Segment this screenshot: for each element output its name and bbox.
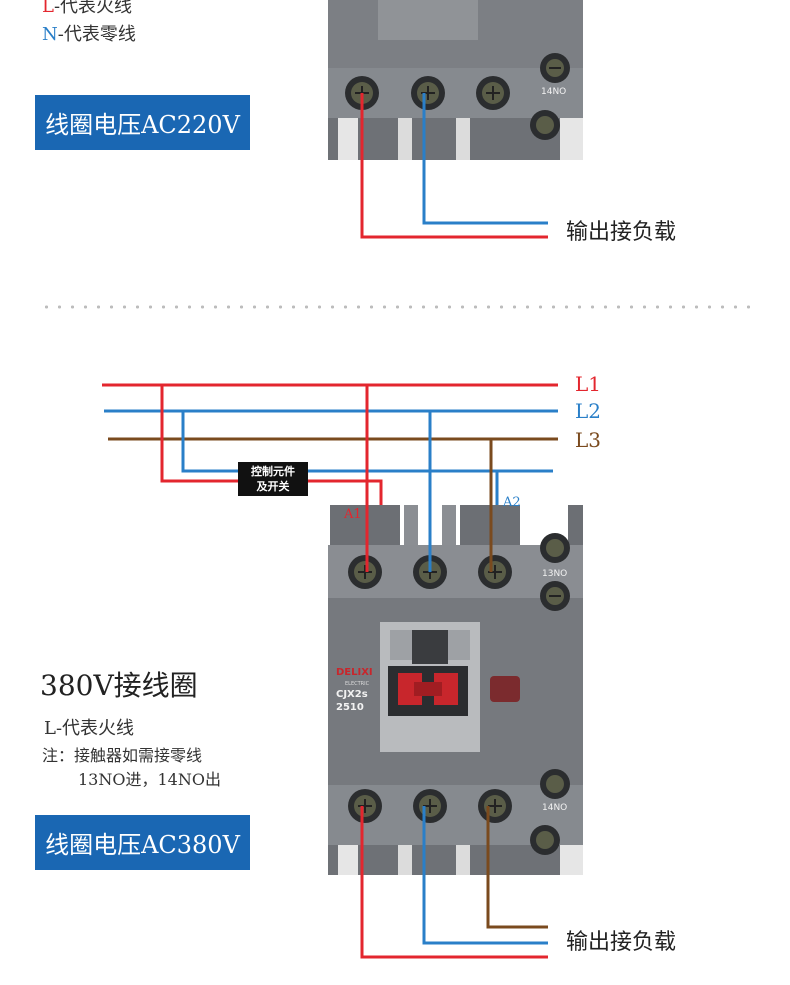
legend-live-text: L-代表火线 — [42, 0, 133, 17]
screw-terminal-l3 — [478, 555, 512, 589]
section-title-380v: 380V接线圈 — [40, 669, 198, 702]
contactor-top-mid-post-1 — [404, 505, 418, 547]
contactor-armature-red-bridge — [414, 682, 442, 696]
phase-label-l1: L1 — [575, 372, 602, 396]
control-element-box: 控制元件 及开关 — [238, 462, 308, 496]
label-14no: 14NO — [542, 803, 567, 813]
label-13no: 13NO — [542, 569, 567, 579]
legend-live-wire: L-代表火线 — [42, 0, 132, 18]
phase-label-l3: L3 — [575, 428, 602, 452]
contactor-bottom-slot-4 — [560, 845, 583, 875]
contactor-top-slot-3 — [456, 118, 470, 160]
out-blue-wire — [422, 806, 548, 945]
contactor-top: 14NO — [328, 0, 583, 160]
contactor-indicator — [490, 676, 520, 702]
coil-terminal-a1-block — [330, 505, 400, 547]
out-brown-wire — [486, 806, 548, 929]
brand-sub: ELECTRIC — [345, 681, 370, 687]
top-red-output-wire — [360, 93, 548, 239]
screw-terminal-14no — [540, 769, 570, 799]
screw-terminal-top-3 — [476, 76, 510, 110]
model-label: CJX2s — [336, 689, 368, 700]
screw-terminal-14no-lower — [530, 825, 560, 855]
contactor-bottom-slot-3 — [456, 845, 470, 875]
screw-terminal-top-2 — [411, 76, 445, 110]
contactor-center-slot — [412, 630, 448, 664]
contactor-top-slot-1 — [338, 118, 358, 160]
bottom-legend-live: L-代表火线 — [44, 718, 135, 739]
top-14no-label: 14NO — [541, 87, 566, 97]
screw-terminal-t2 — [413, 789, 447, 823]
coil-a1-label: A1 — [343, 507, 362, 522]
screw-terminal-top-aux — [530, 110, 560, 140]
control-box-line1: 控制元件 — [251, 465, 295, 478]
screw-terminal-13no — [540, 533, 570, 563]
control-red-branch — [160, 385, 238, 483]
out-red-wire — [360, 806, 548, 959]
contactor-top-mid-post-2 — [442, 505, 456, 547]
control-box-line2: 及开关 — [256, 480, 290, 493]
coil-voltage-badge-380: 线圈电压AC380V — [35, 815, 250, 870]
legend-neutral-text: N-代表零线 — [42, 24, 136, 45]
screw-terminal-l1 — [348, 555, 382, 589]
bottom-output-label: 输出接负载 — [566, 930, 677, 955]
model-number: 2510 — [336, 702, 364, 713]
screw-terminal-t1 — [348, 789, 382, 823]
coil-voltage-badge-220: 线圈电压AC220V — [35, 95, 250, 150]
note-line-1: 注：接触器如需接零线 — [42, 746, 203, 765]
phase-label-l2: L2 — [575, 399, 602, 423]
contactor-top-slot-2 — [398, 118, 412, 160]
top-blue-output-wire — [422, 93, 548, 225]
note-line-2: 13NO进，14NO出 — [78, 770, 221, 789]
brand-logo: DELIXI — [336, 667, 373, 678]
coil-a2-label: A2 — [502, 495, 521, 510]
contactor-top-window — [378, 0, 478, 40]
control-blue-branch — [181, 411, 238, 473]
screw-terminal-t3 — [478, 789, 512, 823]
legend-neutral-wire: N-代表零线 — [42, 20, 136, 46]
top-output-label: 输出接负载 — [566, 220, 677, 245]
contactor-bottom-slot-1 — [338, 845, 358, 875]
screw-terminal-top-14no — [540, 53, 570, 83]
contactor-bottom-slot-2 — [398, 845, 412, 875]
screw-terminal-13no-lower — [540, 581, 570, 611]
section-divider — [40, 305, 755, 309]
contactor-top-slot-4 — [560, 118, 583, 160]
